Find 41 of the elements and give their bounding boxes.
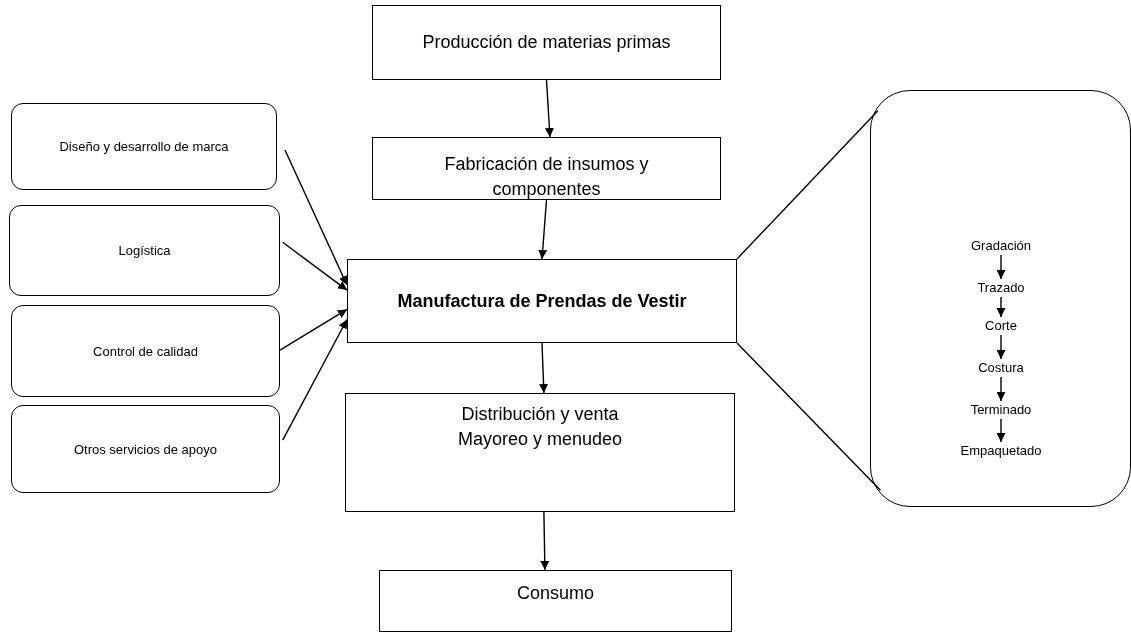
arrow	[996, 296, 1006, 318]
arrow	[996, 418, 1006, 443]
arrow	[539, 342, 549, 394]
arrow	[544, 79, 554, 138]
arrow	[996, 254, 1006, 280]
process-box	[379, 570, 732, 632]
box-text: Manufactura de Prendas de Vestir	[397, 289, 687, 313]
process-box	[372, 137, 721, 200]
connector-line	[736, 342, 882, 491]
box-text: Otros servicios de apoyo	[73, 440, 218, 458]
step-label: Corte	[985, 318, 1017, 334]
arrow	[282, 241, 348, 291]
step-label: Terminado	[970, 402, 1032, 418]
box-text: Fabricación de insumos y componentes	[443, 153, 650, 201]
step-label: Gradación	[971, 238, 1031, 254]
support-box	[11, 103, 277, 190]
arrow	[284, 149, 348, 286]
support-box	[9, 205, 280, 296]
step-label: Costura	[978, 360, 1024, 376]
support-box	[11, 305, 280, 397]
arrow	[282, 318, 348, 441]
process-box	[345, 393, 735, 512]
box-text: Control de calidad	[93, 342, 198, 360]
support-box	[11, 405, 280, 493]
arrow	[279, 308, 348, 351]
step-label: Empaquetado	[960, 443, 1042, 459]
process-box	[347, 259, 737, 343]
connector-line	[736, 110, 879, 260]
box-text: Producción de materias primas	[422, 31, 671, 54]
step-label: Trazado	[977, 280, 1025, 296]
box-text: Logística	[118, 242, 171, 259]
box-text: Mayoreo y menudeo	[457, 428, 623, 451]
rounded-panel	[870, 90, 1131, 507]
box-text: Diseño y desarrollo de marca	[59, 138, 229, 155]
box-text: Distribución y venta	[461, 403, 619, 426]
arrow	[538, 199, 548, 260]
process-box	[372, 5, 721, 80]
arrow	[996, 334, 1006, 360]
box-text: Consumo	[516, 582, 594, 605]
arrow	[996, 376, 1006, 402]
arrow	[540, 511, 550, 571]
